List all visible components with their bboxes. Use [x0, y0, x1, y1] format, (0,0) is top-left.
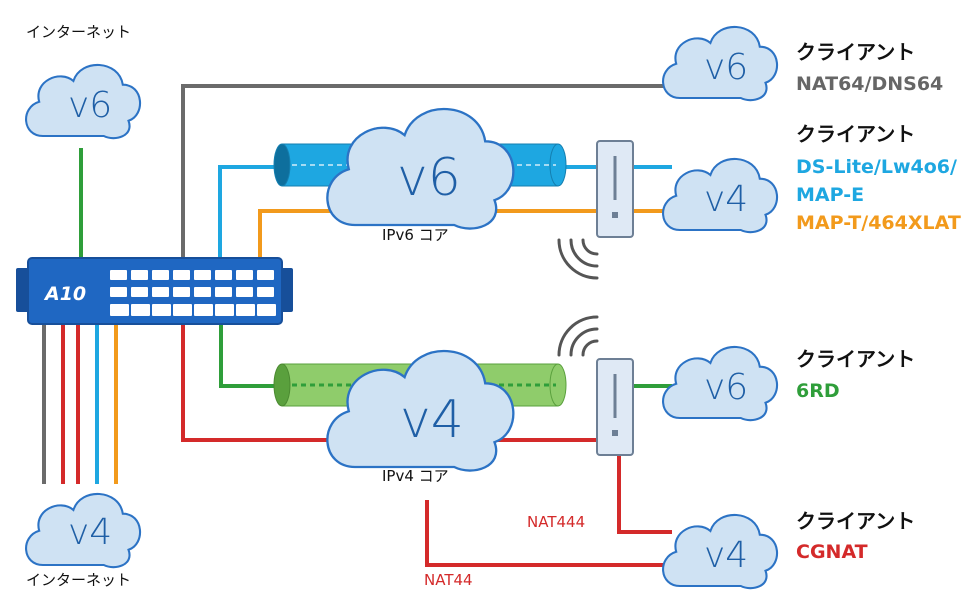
- client-6rd-heading: クライアント: [796, 347, 916, 371]
- device-port: [131, 304, 150, 316]
- ipv4-core-label: IPv4 コア: [382, 467, 449, 485]
- device-port: [194, 287, 211, 297]
- device-port: [152, 304, 171, 316]
- a10-device: [16, 257, 293, 325]
- internet-bottom-label: インターネット: [26, 571, 132, 589]
- device-port: [173, 287, 190, 297]
- cpe-router-top: [596, 140, 634, 238]
- device-port: [173, 304, 192, 316]
- client-nat64-cloud-label: v6: [704, 47, 749, 88]
- client-cgnat-cloud-label: v4: [704, 535, 749, 576]
- internet-v6-cloud-label: v6: [68, 85, 113, 126]
- client-cgnat-heading: クライアント: [796, 509, 916, 533]
- wifi-icon: [557, 238, 599, 280]
- device-port: [152, 270, 169, 280]
- ipv6-core-cloud-label: v6: [397, 148, 461, 208]
- 6rd-link-line: [219, 322, 276, 388]
- device-port: [110, 270, 127, 280]
- nat444-label: NAT444: [527, 513, 586, 531]
- device-port: [257, 270, 274, 280]
- client-ds-lite-cloud-label: v4: [704, 179, 749, 220]
- ipv4-core-cloud-label: v4: [400, 390, 464, 450]
- device-port: [110, 304, 129, 316]
- client-6rd-cloud-label: v6: [704, 367, 749, 408]
- device-port: [257, 287, 274, 297]
- internet-v4-cloud-label: v4: [68, 512, 113, 553]
- nat444-link-line: [617, 456, 672, 534]
- nat44-link-line: [425, 500, 672, 567]
- client-nat64-method: NAT64/DNS64: [796, 73, 944, 95]
- device-port: [194, 304, 213, 316]
- device-port: [173, 270, 190, 280]
- ipv6-core-label: IPv6 コア: [382, 226, 449, 244]
- client-6rd-method: 6RD: [796, 380, 840, 402]
- device-port: [131, 287, 148, 297]
- cpe-router-bottom: [596, 358, 634, 456]
- device-port: [257, 304, 276, 316]
- client-ds-lite-method: DS-Lite/Lw4o6/: [796, 156, 957, 178]
- device-port: [194, 270, 211, 280]
- internet-top-label: インターネット: [26, 23, 132, 41]
- device-port: [215, 287, 232, 297]
- client-nat64-heading: クライアント: [796, 40, 916, 64]
- device-port: [215, 304, 234, 316]
- wifi-icon-2: [557, 315, 599, 357]
- nat44-label: NAT44: [424, 571, 473, 589]
- a10-logo: A10: [45, 283, 87, 305]
- client-map-e-method: MAP-E: [796, 184, 865, 206]
- client-ds-lite-heading: クライアント: [796, 122, 916, 146]
- nat64-link-line: [181, 84, 672, 258]
- client-map-t-method: MAP-T/464XLAT: [796, 212, 961, 234]
- device-port: [110, 287, 127, 297]
- ds-lite-link-line: [218, 165, 275, 258]
- device-port: [236, 287, 253, 297]
- client-cgnat-method: CGNAT: [796, 541, 868, 563]
- device-port: [236, 304, 255, 316]
- device-port: [215, 270, 232, 280]
- device-port: [152, 287, 169, 297]
- device-port: [236, 270, 253, 280]
- device-port: [131, 270, 148, 280]
